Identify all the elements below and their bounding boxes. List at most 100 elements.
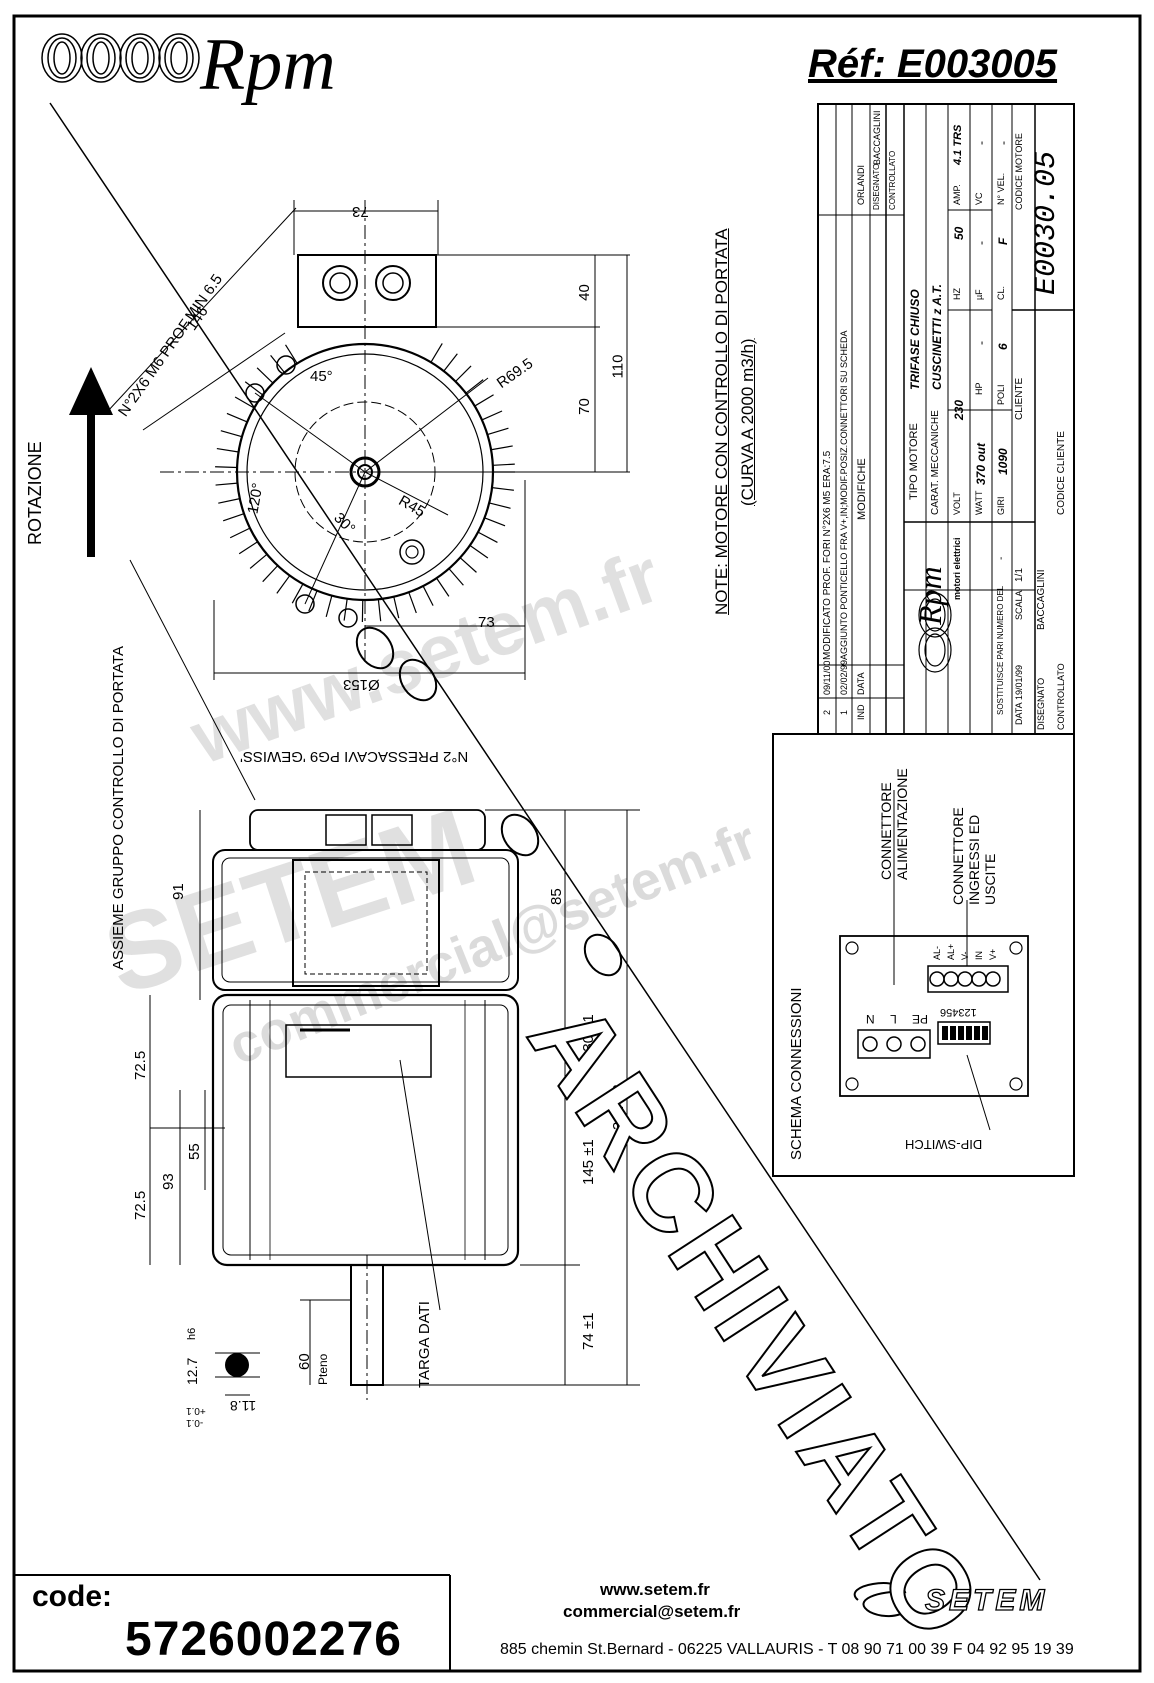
motor-code: E0030.05	[1030, 150, 1064, 295]
dim-45deg: 45°	[310, 368, 333, 385]
replaces-label: SOSTITUISCE PARI NUMERO DEL	[996, 585, 1005, 715]
brand-logo-text: Rpm	[200, 24, 336, 106]
io-connector-label: CONNETTORE INGRESSI ED USCITE	[950, 807, 998, 905]
dim-40: 40	[575, 284, 593, 301]
cooling-fin	[491, 487, 514, 491]
shaft-dim-11-8: 11.8	[230, 1398, 257, 1414]
nvel-label: N° VEL.	[996, 172, 1006, 205]
nameplate-label: TARGA DATI	[416, 1301, 433, 1388]
giri-label: GIRI	[996, 496, 1006, 515]
company-name-title: Rpm	[912, 566, 948, 625]
cooling-fin	[215, 482, 238, 486]
drawn-label: DISEGNATO	[1036, 677, 1046, 730]
cooling-fin	[492, 463, 515, 466]
rev-1-ind: 1	[839, 709, 849, 715]
checked-label: CONTROLLATO	[1056, 663, 1066, 730]
rev-header-checked: CONTROLLATO	[888, 150, 897, 210]
replaces-value: -	[996, 556, 1007, 560]
cooling-fin	[215, 466, 238, 469]
footer-website[interactable]: www.setem.fr	[600, 1580, 710, 1599]
cooling-fin	[256, 367, 274, 384]
cooling-fin	[393, 596, 400, 619]
shaft-dim-h6: h6	[186, 1327, 198, 1340]
rev-1-date: 02/02/99	[839, 659, 849, 695]
cooling-fin	[220, 430, 243, 438]
cooling-fin	[229, 527, 251, 539]
hz-label: HZ	[952, 288, 962, 300]
setem-logo-swirl	[853, 1582, 908, 1617]
dim-70: 70	[575, 398, 593, 415]
io-pin-al-minus: AL-	[932, 945, 942, 960]
cooling-fin	[291, 583, 304, 604]
note-line-2: (CURVA A 2000 m3/h)	[738, 338, 757, 506]
reference-number: Réf: E003005	[808, 42, 1058, 86]
outer-border	[12, 14, 1142, 1673]
dim-73-top: 73	[352, 203, 369, 220]
rev-header-changes: MODIFICHE	[856, 458, 868, 520]
cl-label: CL.	[996, 285, 1006, 300]
rev-2-text: MODIFICATO PROF. FORI N°2X6 M5 ERA:7.5	[822, 450, 833, 660]
shaft-dim-12-7: 12.7	[184, 1357, 200, 1385]
cooling-fin	[408, 592, 417, 614]
client-code-label: CODICE CLIENTE	[1056, 431, 1067, 515]
footer-email[interactable]: commercial@setem.fr	[563, 1602, 741, 1621]
side-view	[129, 559, 640, 1400]
cl-value: F	[996, 237, 1010, 245]
cooling-fin	[238, 541, 258, 555]
io-pin-v-minus: V-	[960, 951, 970, 960]
shaft-tol-plus: +0.1	[186, 1405, 206, 1416]
cooling-fin	[490, 445, 513, 451]
cooling-fin	[481, 410, 503, 421]
uf-value: -	[974, 241, 988, 245]
dip-switches	[942, 1026, 988, 1040]
rev-2-ind: 2	[822, 709, 832, 715]
rev-1-text: AGGIUNTO PONTICELLO FRA V+,IN;MODIF.POSI…	[839, 330, 849, 660]
cooling-fin	[249, 553, 268, 569]
watt-label: WATT	[974, 490, 984, 516]
drawn-by: BACCAGLINI	[1036, 569, 1047, 630]
cooling-fin	[477, 531, 498, 543]
io-pin-in: IN	[974, 951, 984, 960]
cooling-fin	[455, 365, 472, 382]
date-value: 19/01/99	[1014, 664, 1024, 700]
poli-label: POLI	[996, 384, 1006, 405]
volt-value: 230	[952, 399, 966, 420]
date-label: DATA	[1014, 702, 1024, 725]
front-view	[106, 200, 630, 680]
rotation-label: ROTAZIONE	[25, 441, 45, 545]
hp-value: -	[974, 341, 988, 345]
rev-header-drawn: DISEGNATO	[872, 163, 881, 210]
nvel-value: -	[996, 141, 1010, 145]
amp-value: 4.1 TRS	[952, 124, 964, 165]
rpm-logo-coils	[41, 33, 200, 83]
code-label: code:	[32, 1580, 113, 1613]
cooling-fin	[325, 595, 333, 618]
dip-numbers: 123456	[940, 1006, 977, 1018]
shaft-tol-minus: -0.1	[186, 1417, 204, 1428]
mech-value: CUSCINETTI z A.T.	[930, 284, 944, 390]
footer-address: 885 chemin St.Bernard - 06225 VALLAURIS …	[500, 1641, 1074, 1658]
dim-72-5-top: 72.5	[132, 1050, 149, 1080]
cooling-fin	[484, 517, 506, 527]
company-sub-title: motori elettrici	[952, 537, 962, 600]
code-value: 5726002276	[125, 1613, 402, 1666]
vc-label: VC	[974, 192, 984, 205]
rotation-arrow	[69, 367, 113, 557]
poli-value: 6	[996, 343, 1010, 350]
cooling-fin	[226, 412, 248, 423]
shaft-section	[215, 1352, 260, 1396]
motor-code-label: CODICE MOTORE	[1014, 133, 1024, 210]
dim-pteno: Pteno	[316, 1353, 330, 1385]
archiviato-stamp-shapes	[355, 626, 623, 977]
cooling-fin	[465, 379, 484, 394]
cooling-fin	[234, 396, 255, 409]
hp-label: HP	[974, 382, 984, 395]
cooling-fin	[218, 498, 240, 504]
terminal-screws	[862, 971, 1001, 1052]
rev-header-date: DATA	[856, 672, 866, 695]
footer-frame	[14, 1574, 451, 1671]
cooling-fin	[244, 381, 264, 396]
name-orlandi: ORLANDI	[856, 164, 866, 205]
setem-logo-text: SETEM	[924, 1583, 1049, 1617]
scale-value: 1/1	[1014, 568, 1025, 582]
